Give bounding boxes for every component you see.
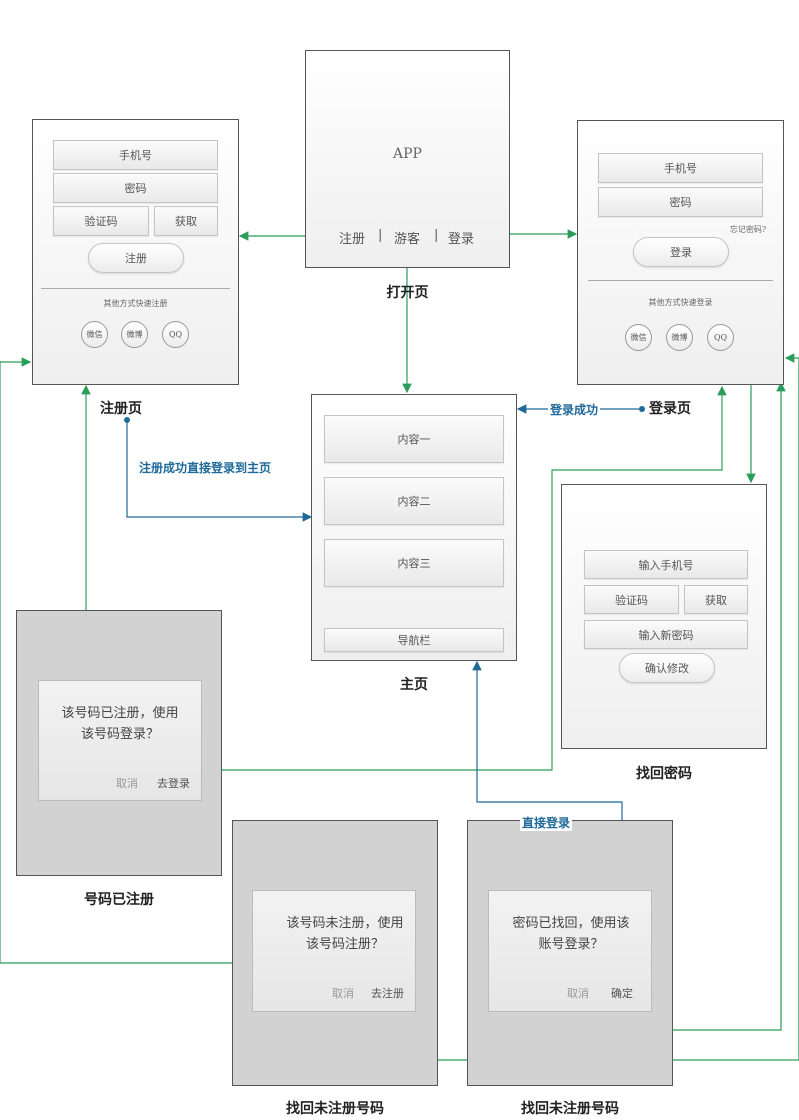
- login-page-caption: 登录页: [649, 401, 691, 417]
- registered-dialog-screen: 该号码已注册，使用 该号码登录？ 取消 去登录: [16, 610, 222, 876]
- login-qq-button[interactable]: QQ: [707, 324, 734, 351]
- login-submit-button[interactable]: 登录: [633, 237, 729, 267]
- login-divider: [588, 280, 773, 281]
- home-page-screen: 内容一 内容二 内容三 导航栏: [311, 394, 517, 661]
- login-page-screen: 手机号 密码 忘记密码? 登录 其他方式快速登录 微信 微博 QQ: [577, 120, 784, 385]
- reset-phone-field[interactable]: 输入手机号: [584, 550, 748, 579]
- open-login-link[interactable]: 登录: [448, 232, 475, 247]
- unregistered-line-1: 该号码未注册，使用: [286, 916, 404, 931]
- login-weibo-button[interactable]: 微博: [666, 324, 693, 351]
- register-success-label: 注册成功直接登录到主页: [139, 459, 272, 476]
- register-weibo-button[interactable]: 微博: [121, 321, 148, 348]
- home-content-3[interactable]: 内容三: [324, 539, 504, 587]
- unregistered-dialog-screen: 该号码未注册，使用 该号码注册？ 取消 去注册: [232, 820, 438, 1086]
- forgot-password-link[interactable]: 忘记密码?: [729, 225, 767, 234]
- registered-goto-login-button[interactable]: 去登录: [157, 777, 190, 790]
- open-page-caption: 打开页: [386, 285, 429, 301]
- reset-page-caption: 找回密码: [636, 766, 692, 782]
- open-divider-2: |: [434, 228, 439, 243]
- register-get-code-button[interactable]: 获取: [154, 206, 218, 236]
- register-page-caption: 注册页: [100, 401, 142, 417]
- open-guest-link[interactable]: 游客: [394, 232, 421, 247]
- register-other-methods: 其他方式快速注册: [103, 299, 168, 308]
- register-qq-button[interactable]: QQ: [162, 321, 189, 348]
- unregistered-dialog: 该号码未注册，使用 该号码注册？ 取消 去注册: [252, 890, 416, 1012]
- unregistered-cancel-button[interactable]: 取消: [332, 987, 354, 1000]
- reset-new-password-field[interactable]: 输入新密码: [584, 620, 748, 649]
- open-divider-1: |: [378, 228, 383, 243]
- registered-line-1: 该号码已注册，使用: [61, 706, 179, 721]
- recovered-dialog: 密码已找回，使用该 账号登录？ 取消 确定: [488, 890, 652, 1012]
- recovered-cancel-button[interactable]: 取消: [567, 987, 589, 1000]
- home-content-2[interactable]: 内容二: [324, 477, 504, 525]
- wire-registered-login: [185, 385, 727, 771]
- register-phone-field[interactable]: 手机号: [53, 140, 218, 170]
- registered-dialog: 该号码已注册，使用 该号码登录？ 取消 去登录: [38, 680, 202, 801]
- unregistered-line-2: 该号码注册？: [305, 937, 384, 952]
- unregistered-goto-register-button[interactable]: 去注册: [371, 987, 404, 1000]
- wire-register-success: [126, 420, 313, 522]
- unregistered-dialog-caption: 找回未注册号码: [286, 1101, 384, 1117]
- register-password-field[interactable]: 密码: [53, 173, 218, 203]
- recovered-dialog-caption: 找回未注册号码: [521, 1101, 619, 1117]
- login-phone-field[interactable]: 手机号: [598, 153, 763, 183]
- login-password-field[interactable]: 密码: [598, 187, 763, 217]
- register-wechat-button[interactable]: 微信: [81, 321, 108, 348]
- reset-code-field[interactable]: 验证码: [584, 585, 679, 614]
- home-page-caption: 主页: [400, 677, 428, 693]
- registered-dialog-caption: 号码已注册: [84, 892, 154, 908]
- open-page-screen: APP 注册 | 游客 | 登录: [305, 50, 510, 268]
- recovered-line-1: 密码已找回，使用该: [512, 916, 630, 931]
- home-navbar[interactable]: 导航栏: [324, 628, 504, 652]
- recovered-dialog-screen: 密码已找回，使用该 账号登录？ 取消 确定: [467, 820, 673, 1086]
- registered-line-2: 该号码登录？: [80, 727, 159, 742]
- reset-confirm-button[interactable]: 确认修改: [619, 653, 715, 683]
- register-page-screen: 手机号 密码 验证码 获取 注册 其他方式快速注册 微信 微博 QQ: [32, 119, 239, 385]
- register-submit-button[interactable]: 注册: [88, 243, 184, 273]
- registered-cancel-button[interactable]: 取消: [116, 777, 138, 790]
- recovered-line-2: 账号登录？: [538, 937, 604, 952]
- home-content-1[interactable]: 内容一: [324, 415, 504, 463]
- recovered-confirm-button[interactable]: 确定: [611, 987, 633, 1000]
- register-divider: [41, 288, 230, 289]
- direct-login-label: 直接登录: [520, 814, 573, 831]
- register-code-field[interactable]: 验证码: [53, 206, 149, 236]
- reset-page-screen: 输入手机号 验证码 获取 输入新密码 确认修改: [561, 484, 767, 749]
- reset-get-code-button[interactable]: 获取: [684, 585, 748, 614]
- open-register-link[interactable]: 注册: [339, 232, 366, 247]
- login-wechat-button[interactable]: 微信: [625, 324, 652, 351]
- app-title: APP: [393, 146, 422, 162]
- login-success-label: 登录成功: [548, 401, 601, 418]
- login-other-methods: 其他方式快速登录: [648, 298, 713, 307]
